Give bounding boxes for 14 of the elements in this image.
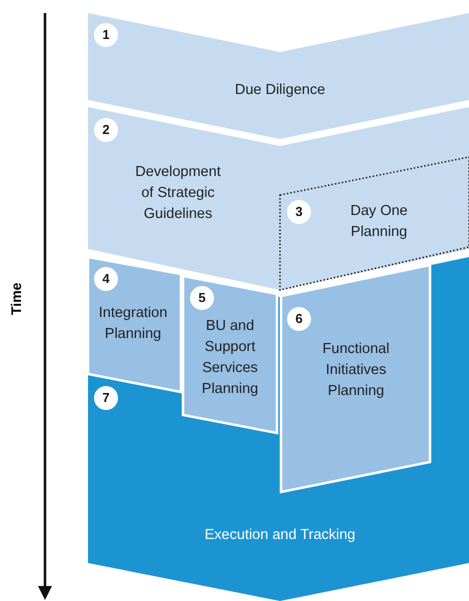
phase-label: Functional Initiatives Planning xyxy=(322,340,390,400)
phase-label: Integration Planning xyxy=(98,304,168,344)
axis-label: Time xyxy=(8,283,25,315)
phase-label: Development of Strategic Guidelines xyxy=(134,162,222,224)
phase-panel xyxy=(281,265,430,492)
phase-label: Day One Planning xyxy=(349,202,409,242)
phase-panel xyxy=(88,257,181,392)
phase-band xyxy=(88,13,469,139)
phase-label: Due Diligence xyxy=(234,80,326,100)
phase-panel xyxy=(183,276,277,433)
phase-label: BU and Support Services Planning xyxy=(200,317,260,399)
phase-band xyxy=(88,257,469,601)
phase-band xyxy=(88,107,469,290)
phase-label: Execution and Tracking xyxy=(204,526,356,544)
